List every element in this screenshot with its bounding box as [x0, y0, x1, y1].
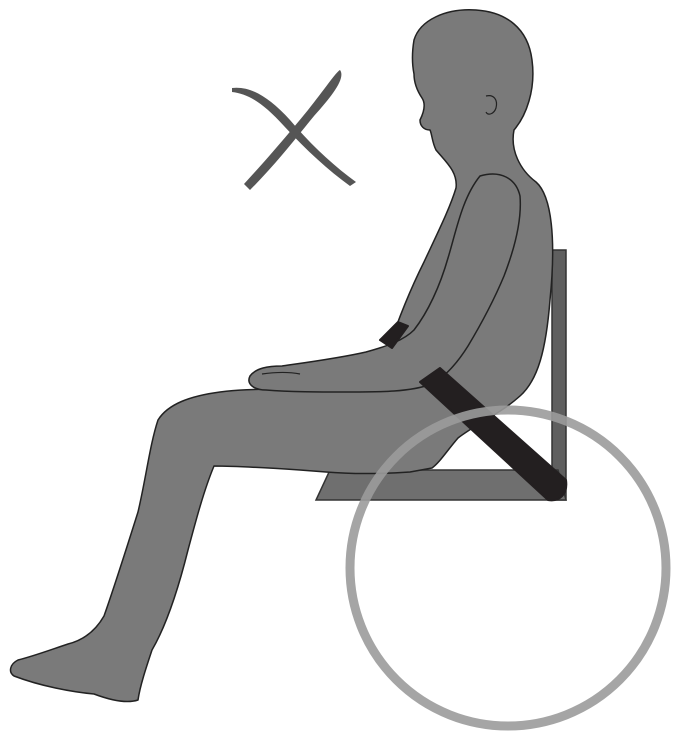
incorrect-x-icon: [232, 70, 356, 190]
x-stroke-2: [244, 70, 341, 190]
wheelchair-backrest: [552, 250, 566, 500]
